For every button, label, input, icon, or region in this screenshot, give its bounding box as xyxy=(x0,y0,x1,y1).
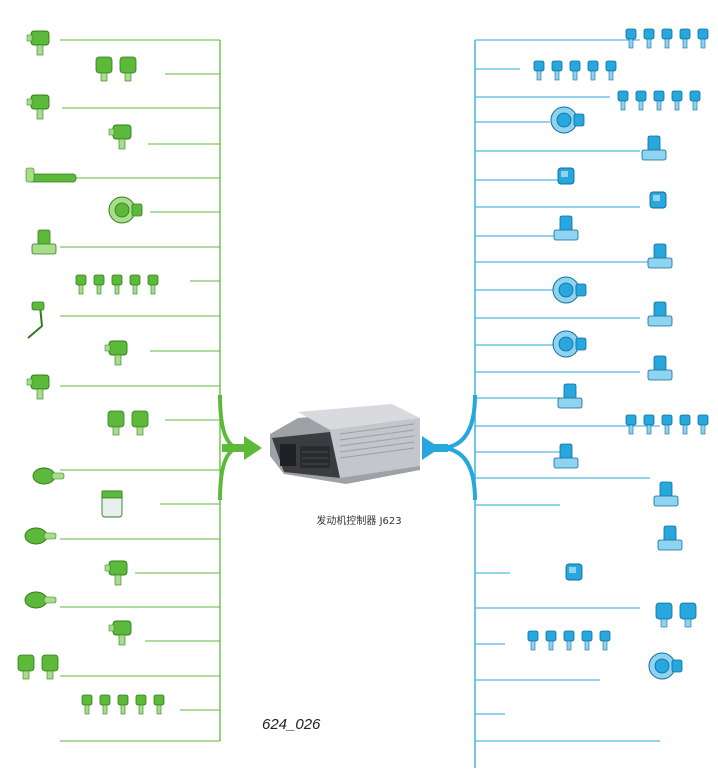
knock-sensor-icon xyxy=(32,467,65,485)
solenoid-valve-icon xyxy=(647,301,673,327)
output-signal-lines xyxy=(439,39,660,768)
actuator-icon xyxy=(657,525,683,551)
throttle-body-icon xyxy=(550,106,585,134)
coil-group-icon xyxy=(625,414,709,435)
sensor-icon xyxy=(108,124,132,150)
sensor-icon xyxy=(26,374,50,400)
valve-icon xyxy=(557,383,583,409)
fuel-pump-module-icon xyxy=(648,652,683,680)
input-signal-lines xyxy=(60,39,241,742)
relay-icon xyxy=(649,191,667,209)
sensor-pair-icon xyxy=(17,654,59,680)
sensor-icon xyxy=(26,94,50,120)
relay-icon xyxy=(557,167,575,185)
sensor-icon xyxy=(104,560,128,586)
lambda-heater-group-icon xyxy=(527,630,611,651)
injector-group-icon xyxy=(625,28,709,49)
valve-icon xyxy=(641,135,667,161)
pump-icon xyxy=(552,330,587,358)
solenoid-valve-icon xyxy=(647,243,673,269)
fuel-level-sender-icon xyxy=(101,490,123,518)
relay-icon xyxy=(565,563,583,581)
output-merge-curve xyxy=(439,394,477,450)
pump-icon xyxy=(552,276,587,304)
valve-icon xyxy=(653,481,679,507)
injector-group-icon xyxy=(617,90,701,111)
fan-pair-icon xyxy=(655,602,697,628)
temperature-sensor-icon xyxy=(24,527,57,545)
sensor-pair-icon xyxy=(95,56,137,82)
output-arrow xyxy=(422,436,448,460)
injector-group-icon xyxy=(533,60,617,81)
figure-number: 624_026 xyxy=(262,716,321,733)
temperature-sensor-icon xyxy=(24,591,57,609)
rail-sensor-icon xyxy=(25,167,77,183)
sensor-icon xyxy=(26,30,50,56)
engine-control-unit xyxy=(270,404,420,484)
output-components xyxy=(527,28,709,680)
sensor-icon xyxy=(104,340,128,366)
input-arrow xyxy=(222,436,262,460)
sensor-icon xyxy=(108,620,132,646)
input-merge-curve xyxy=(218,394,241,450)
lambda-probe-group-icon xyxy=(81,694,165,715)
solenoid-valve-icon xyxy=(553,443,579,469)
solenoid-valve-icon xyxy=(553,215,579,241)
ecu-caption: 发动机控制器 J623 xyxy=(316,516,402,527)
output-merge-curve xyxy=(439,446,477,501)
solenoid-valve-icon xyxy=(647,355,673,381)
valve-icon xyxy=(31,229,57,255)
input-merge-curve xyxy=(218,446,241,501)
input-components xyxy=(17,30,165,715)
throttle-body-icon xyxy=(108,196,143,224)
pedal-icon xyxy=(27,301,45,339)
sensor-pair-icon xyxy=(107,410,149,436)
coil-group-icon xyxy=(75,274,159,295)
